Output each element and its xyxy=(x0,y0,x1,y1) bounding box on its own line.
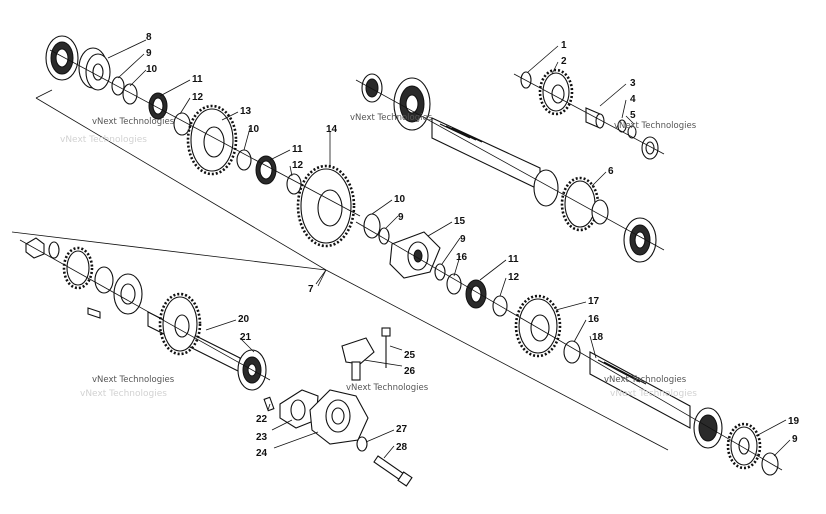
callout-15: 15 xyxy=(454,216,466,227)
callout-6: 6 xyxy=(608,166,614,177)
axis-middle xyxy=(355,221,783,471)
callout-26: 26 xyxy=(404,366,416,377)
gear-14 xyxy=(296,164,356,248)
callout-22: 22 xyxy=(256,414,268,425)
ring-9c xyxy=(434,263,446,281)
watermarks: vNext Technologies vNext Technologies vN… xyxy=(60,113,697,399)
needle-bearing-11 xyxy=(148,92,168,120)
needle-bearing-11c xyxy=(465,279,487,309)
callout-4: 4 xyxy=(630,94,636,105)
bearing-6 xyxy=(623,217,657,263)
callout-11c: 11 xyxy=(508,254,519,265)
watermark-1: vNext Technologies xyxy=(92,117,175,127)
bushing-3 xyxy=(585,107,605,129)
callout-12c: 12 xyxy=(508,272,520,283)
callout-9a: 9 xyxy=(146,48,152,59)
callout-25: 25 xyxy=(404,350,416,361)
callout-3: 3 xyxy=(630,78,636,89)
washer-left xyxy=(48,241,60,259)
watermark-ghost: vNext Technologies xyxy=(60,135,147,145)
callout-9b: 9 xyxy=(398,212,404,223)
callout-7: 7 xyxy=(308,284,314,295)
axis-lower-left xyxy=(19,239,271,381)
watermark-4: vNext Technologies xyxy=(92,375,175,385)
callout-10b: 10 xyxy=(248,124,260,135)
watermark-5: vNext Technologies xyxy=(346,383,429,393)
callout-1: 1 xyxy=(561,40,567,51)
pin-4-5 xyxy=(617,119,637,139)
bearing-left xyxy=(113,273,143,315)
seal-left xyxy=(94,266,114,294)
gear-2 xyxy=(538,68,574,116)
callout-12b: 12 xyxy=(292,160,304,171)
callout-numbers: 1 2 3 4 5 6 7 8 9 10 11 12 13 10 11 12 1… xyxy=(146,32,800,459)
callout-16a: 16 xyxy=(456,252,468,263)
callout-14: 14 xyxy=(326,124,338,135)
bolt-25 xyxy=(381,327,391,368)
pin-22 xyxy=(263,396,275,412)
callout-9c: 9 xyxy=(460,234,466,245)
callout-8: 8 xyxy=(146,32,152,43)
washer-10b xyxy=(236,149,252,171)
callout-11b: 11 xyxy=(292,144,303,155)
callout-10c: 10 xyxy=(394,194,406,205)
watermark-2: vNext Technologies xyxy=(350,113,433,123)
callout-18: 18 xyxy=(592,332,604,343)
assembly-boundary xyxy=(11,89,669,451)
callout-12a: 12 xyxy=(192,92,204,103)
axis-top-left xyxy=(49,49,361,217)
sprocket-left xyxy=(62,246,94,290)
callout-28: 28 xyxy=(396,442,408,453)
gear-13 xyxy=(186,104,238,176)
clip-9d xyxy=(761,452,779,476)
callout-16b: 16 xyxy=(588,314,600,325)
bearing-8 xyxy=(45,35,79,81)
hub-8 xyxy=(78,47,111,91)
callout-11a: 11 xyxy=(192,74,203,85)
gasket-23 xyxy=(279,389,319,429)
main-shaft-6 xyxy=(431,117,609,232)
watermark-ghost-2: vNext Technologies xyxy=(80,389,167,399)
bolt-28 xyxy=(373,455,413,487)
callout-2: 2 xyxy=(561,56,567,67)
gear-19 xyxy=(726,422,762,470)
callout-27: 27 xyxy=(396,424,408,435)
spacer-12b xyxy=(286,173,302,195)
housing-24 xyxy=(309,389,369,445)
needle-bearing-11b xyxy=(255,155,277,185)
washer-27 xyxy=(356,436,368,452)
axis-top-center xyxy=(355,79,665,251)
callout-23: 23 xyxy=(256,432,268,443)
shift-collar-15 xyxy=(389,231,441,279)
leader-lines xyxy=(107,39,791,459)
washer-5 xyxy=(641,136,659,160)
callout-17: 17 xyxy=(588,296,600,307)
bearing-top-large xyxy=(393,77,431,131)
callout-24: 24 xyxy=(256,448,268,459)
bearing-top-small xyxy=(361,73,383,103)
bolt-small-left xyxy=(87,307,101,319)
callout-19: 19 xyxy=(788,416,800,427)
callout-5: 5 xyxy=(630,110,636,121)
ring-9 xyxy=(111,76,138,105)
callout-20: 20 xyxy=(238,314,250,325)
callout-13: 13 xyxy=(240,106,252,117)
gear-20-shaft xyxy=(147,292,241,373)
watermark-6: vNext Technologies xyxy=(604,375,687,385)
washer-16a xyxy=(446,273,462,295)
watermark-3: vNext Technologies xyxy=(614,121,697,131)
watermark-ghost-3: vNext Technologies xyxy=(610,389,697,399)
callout-9d: 9 xyxy=(792,434,798,445)
gear-17 xyxy=(514,294,562,358)
shaft-18 xyxy=(589,351,691,429)
callout-10a: 10 xyxy=(146,64,158,75)
callout-21: 21 xyxy=(240,332,252,343)
bearing-18 xyxy=(693,407,723,449)
sensor-26 xyxy=(341,337,375,381)
axis-top-right xyxy=(513,73,665,155)
